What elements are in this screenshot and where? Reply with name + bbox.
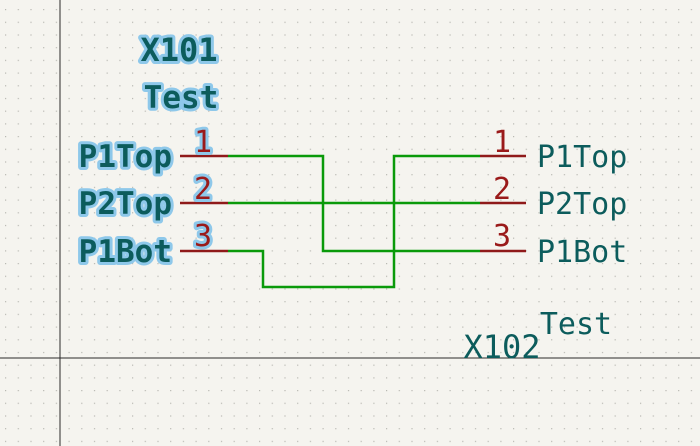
wires: [228, 154, 480, 289]
symbol-reference[interactable]: X102: [463, 328, 540, 366]
pin-number: 1: [194, 125, 212, 160]
pin-name: P1Bot: [79, 234, 172, 270]
pin-number: 2: [493, 172, 511, 207]
symbol-x101[interactable]: 1 2 3 P1Top P2Top P1Bot X101 Test: [76, 28, 228, 273]
x101-pins: 1 2 3 P1Top P2Top P1Bot: [76, 122, 228, 273]
pin-number: 3: [493, 219, 511, 254]
pin-name: P1Bot: [537, 235, 627, 270]
symbol-value[interactable]: Test: [141, 77, 222, 119]
pin-name: P1Top: [537, 140, 627, 175]
wire[interactable]: [228, 154, 480, 289]
symbol-x102[interactable]: 1 2 3 P1Top P2Top P1Bot X102 Test: [463, 125, 627, 366]
symbol-reference[interactable]: X101: [137, 28, 220, 72]
symbol-value[interactable]: Test: [540, 307, 612, 342]
pin-name: P2Top: [537, 187, 627, 222]
pin-name: P2Top: [79, 186, 172, 222]
pin-number: 3: [194, 219, 212, 254]
pin-name: P1Top: [79, 139, 172, 175]
pin-number: 1: [493, 125, 511, 160]
pin-number: 2: [194, 172, 212, 207]
x102-pins: 1 2 3 P1Top P2Top P1Bot: [480, 125, 627, 270]
